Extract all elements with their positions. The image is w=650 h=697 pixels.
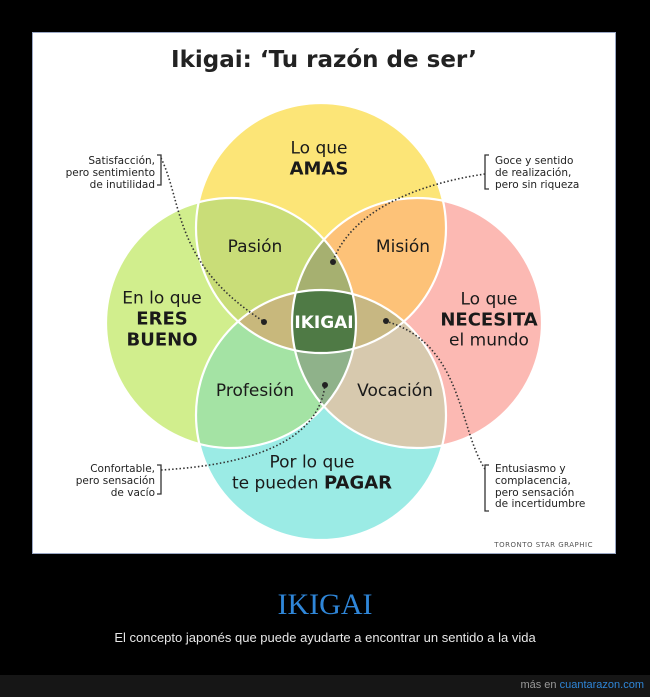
label-prefix: te pueden	[231, 473, 324, 494]
note-line: Satisfacción,	[88, 155, 155, 167]
label-strong: NECESITA	[440, 309, 538, 331]
caption-text: El concepto japonés que puede ayudarte a…	[114, 630, 536, 645]
connector-dot-top-left	[261, 319, 267, 325]
label-line: En lo que	[122, 288, 202, 309]
circle-label-necesita: Lo que NECESITA el mundo	[440, 289, 537, 350]
circle-outline-pagar	[194, 288, 448, 542]
note-line: de realización,	[495, 166, 572, 179]
poster-title: Ikigai: ‘Tu razón de ser’	[171, 47, 477, 73]
overlap-label-profesion: Profesión	[215, 380, 295, 401]
label-strong: PAGAR	[323, 472, 393, 494]
overlap-label-pasion: Pasión	[227, 236, 283, 257]
label-strong: BUENO	[126, 330, 198, 352]
ikigai-center-label: IKIGAI	[294, 312, 354, 333]
circle-label-eres-bueno: En lo que ERES BUENO	[122, 289, 201, 352]
label-line: Por lo que	[269, 452, 355, 473]
note-confortable: Confortable, pero sensación de vacío	[75, 463, 155, 499]
graphic-credit: TORONTO STAR GRAPHIC	[494, 541, 593, 549]
note-satisfaccion: Satisfacción, pero sentimiento de inutil…	[65, 155, 155, 191]
connector-top-right	[332, 173, 486, 262]
note-goce: Goce y sentido de realización, pero sin …	[495, 155, 580, 191]
overlap-label-mision: Misión	[375, 236, 431, 257]
note-line: complacencia,	[495, 474, 571, 487]
venn-diagram	[104, 101, 544, 542]
note-line: de incertidumbre	[495, 498, 586, 511]
note-line: pero sensación	[75, 474, 155, 487]
label-line: te pueden PAGAR	[232, 472, 392, 493]
bracket-bottom-left	[157, 464, 162, 495]
bracket-top-right	[484, 154, 489, 190]
circle-outline-necesita	[290, 196, 544, 450]
note-line: pero sentimiento	[65, 166, 155, 179]
footer-text: más en cuantarazon.com	[520, 679, 644, 691]
caption-title: IKIGAI	[277, 588, 373, 621]
label-line: Lo que	[460, 289, 518, 310]
site-link[interactable]: cuantarazon.com	[559, 679, 644, 691]
label-line: Lo que	[290, 138, 348, 159]
circle-outline-amas	[194, 101, 448, 355]
label-strong: AMAS	[289, 158, 349, 180]
connector-dot-top-right	[330, 259, 336, 265]
connector-dot-bottom-left	[322, 382, 328, 388]
bracket-top-left	[157, 154, 162, 186]
connector-dot-bottom-right	[383, 318, 389, 324]
note-line: pero sensación	[495, 486, 575, 499]
note-line: pero sin riqueza	[495, 178, 580, 191]
overlap-label-vocacion: Vocación	[357, 380, 433, 401]
footer-prefix: más en	[520, 679, 560, 691]
circle-label-pagar: Por lo que te pueden PAGAR	[232, 452, 392, 493]
footer-bar: más en cuantarazon.com	[0, 675, 650, 697]
circle-label-amas: Lo que AMAS	[290, 138, 349, 179]
note-line: de vacío	[110, 486, 155, 499]
ikigai-poster: Ikigai: ‘Tu razón de ser’ Lo que AMAS En…	[32, 32, 616, 554]
label-line: el mundo	[449, 330, 529, 351]
bracket-bottom-right	[484, 464, 489, 512]
note-line: Goce y sentido	[495, 155, 574, 167]
connector-bottom-left	[160, 384, 326, 471]
note-line: de inutilidad	[89, 178, 155, 191]
note-line: Entusiasmo y	[495, 463, 566, 475]
ikigai-zone	[292, 290, 356, 353]
note-entusiasmo: Entusiasmo y complacencia, pero sensació…	[495, 463, 586, 511]
connector-bottom-right	[384, 320, 486, 470]
note-line: Confortable,	[90, 463, 155, 475]
label-strong: ERES	[136, 308, 188, 330]
circle-outline-eres-bueno	[104, 196, 358, 450]
